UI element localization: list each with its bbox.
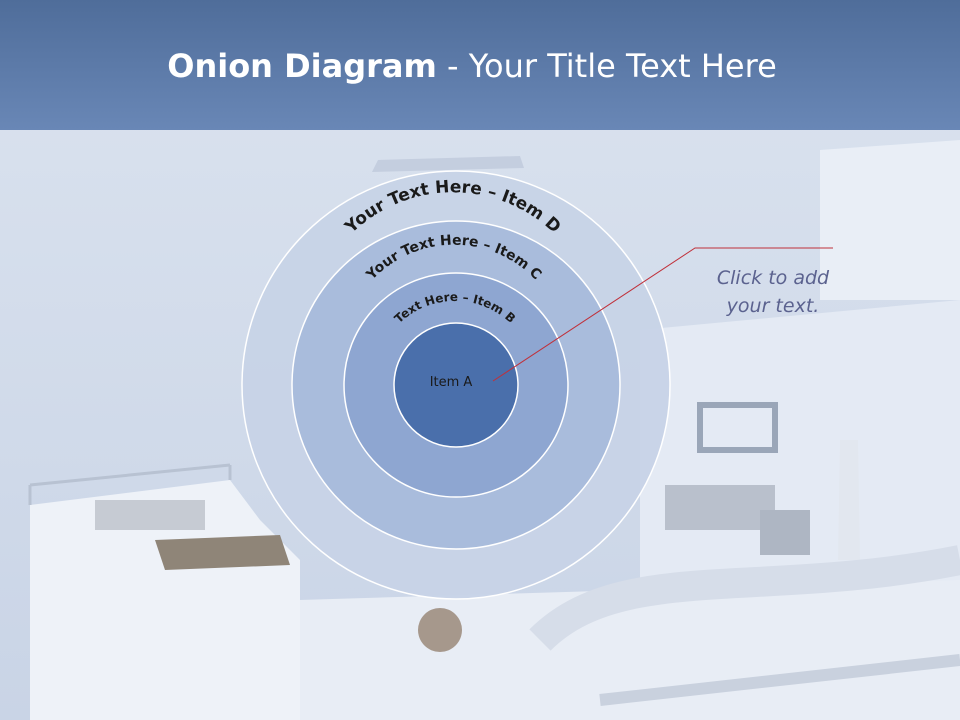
title-rest: - Your Title Text Here [436,47,777,85]
core-item-a[interactable] [393,322,519,448]
callout-line-2: your text. [726,295,820,317]
callout-text[interactable]: Click to add your text. [690,264,856,320]
callout-line-1: Click to add [716,267,830,289]
slide-title[interactable]: Onion Diagram - Your Title Text Here [0,47,944,85]
title-bar [0,0,960,130]
callout-line [492,247,833,382]
item-a-label[interactable]: Item A [430,375,473,390]
title-bold: Onion Diagram [167,47,437,85]
